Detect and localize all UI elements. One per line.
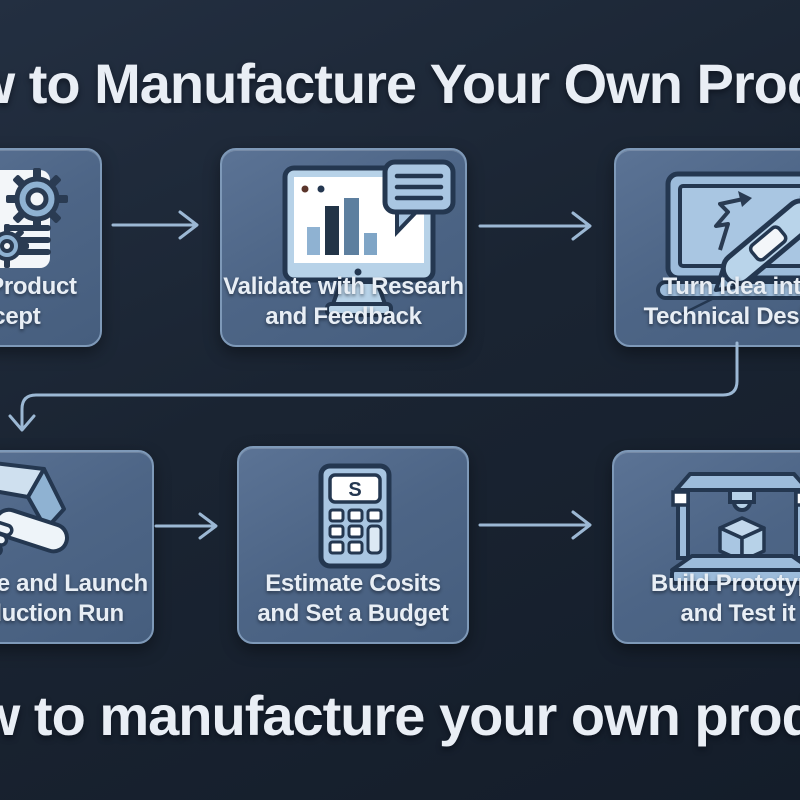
step-label: Build Prototype and Test it [614,569,800,629]
step-label-line2: and Feedback [265,303,422,330]
step-label-line2: and Set a Budget [257,600,449,627]
step-label-line1: Finalize and Launch [0,570,148,597]
step-label: Turn Idea into Technical Design [616,272,800,332]
arrow-right-icon [478,510,592,540]
step-label-line1: Estimate Cosits [265,570,441,597]
step-label-line1: Build Prototype [650,570,800,597]
printer-3d-icon [662,460,800,590]
step-label-line2: Concept [0,303,41,330]
step-label-line2: and Test it [680,600,796,627]
flow-connector-arrow [8,341,739,432]
step-label: Validate with Researh and Feedback [222,272,465,332]
calculator-icon: S [309,458,399,573]
step-card-technical-design: Turn Idea into Technical Design [614,148,800,347]
step-card-estimate-costs: S Estimate Cosits and Set a Budget [237,446,469,644]
footer-title: How to manufacture your own product [0,684,800,747]
step-label: Define Product Concept [0,272,100,332]
step-label-line1: Define Product [0,273,77,300]
step-card-validate-research: Validate with Researh and Feedback [220,148,467,347]
arrow-right-icon [111,210,199,240]
step-label-line1: Turn Idea into [662,273,800,300]
page-title: How to Manufacture Your Own Product [0,52,800,115]
step-label-line2: Production Run [0,600,124,627]
step-label-line1: Validate with Researh [223,273,464,300]
step-card-launch-production: Finalize and Launch Production Run [0,450,154,644]
step-label-line2: Technical Design [643,303,800,330]
monitor-analytics-icon [277,158,477,318]
arrow-right-icon [478,211,592,241]
step-label: Finalize and Launch Production Run [0,569,152,629]
calculator-display-text: S [348,479,361,501]
stylus-cad-icon [656,164,800,316]
step-label: Estimate Cosits and Set a Budget [239,569,467,629]
handshake-icon [0,457,76,572]
step-card-define-concept: Define Product Concept [0,148,102,347]
step-card-build-prototype: Build Prototype and Test it [612,450,800,644]
gears-document-icon [0,160,82,280]
arrow-right-icon [154,512,218,540]
